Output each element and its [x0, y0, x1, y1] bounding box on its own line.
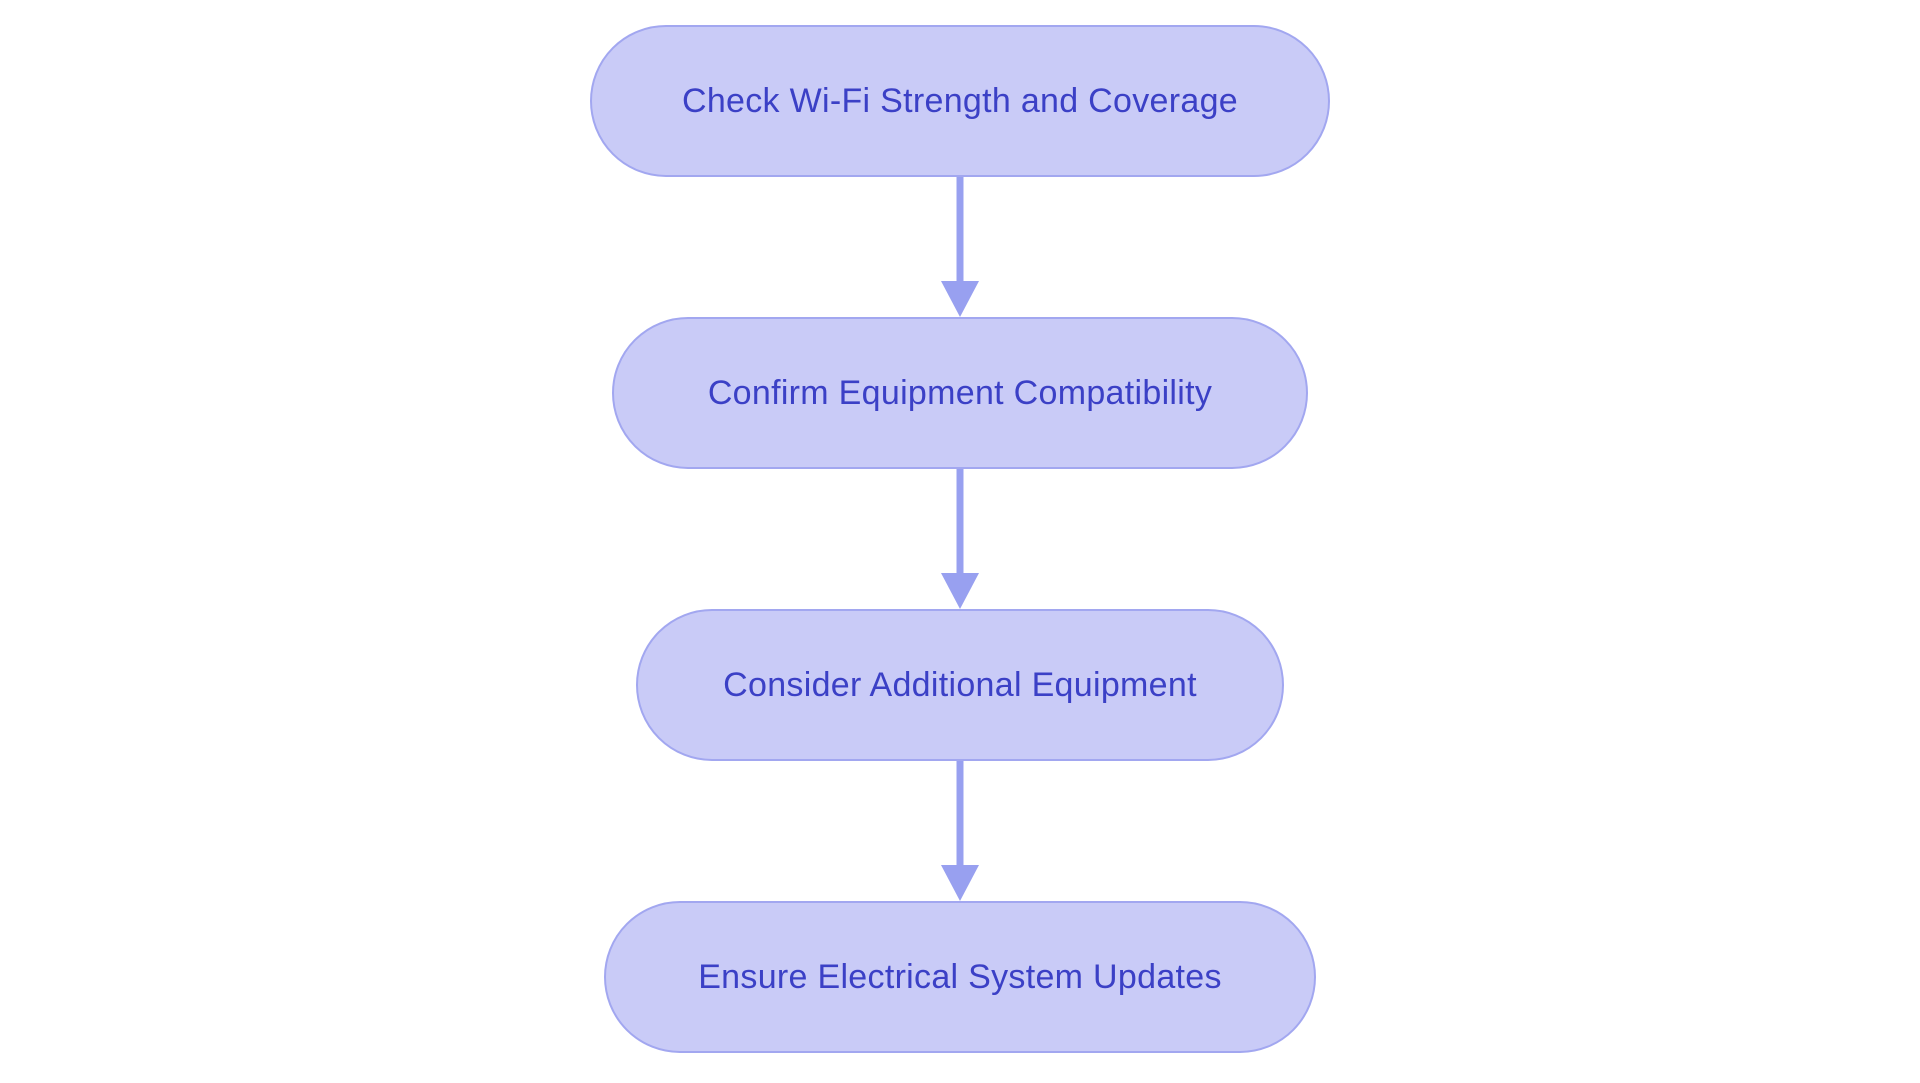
flowchart-node-electrical-updates: Ensure Electrical System Updates: [604, 901, 1316, 1053]
arrow-down-icon: [941, 469, 979, 609]
flowchart-node-additional-equipment: Consider Additional Equipment: [636, 609, 1284, 761]
flowchart-node-check-wifi: Check Wi-Fi Strength and Coverage: [590, 25, 1330, 177]
flowchart-node-equipment-compatibility: Confirm Equipment Compatibility: [612, 317, 1308, 469]
arrow-down-icon: [941, 761, 979, 901]
node-label: Ensure Electrical System Updates: [698, 957, 1222, 996]
arrow-down-icon: [941, 177, 979, 317]
node-label: Consider Additional Equipment: [723, 665, 1197, 704]
node-label: Confirm Equipment Compatibility: [707, 373, 1213, 412]
node-label: Check Wi-Fi Strength and Coverage: [681, 81, 1239, 120]
